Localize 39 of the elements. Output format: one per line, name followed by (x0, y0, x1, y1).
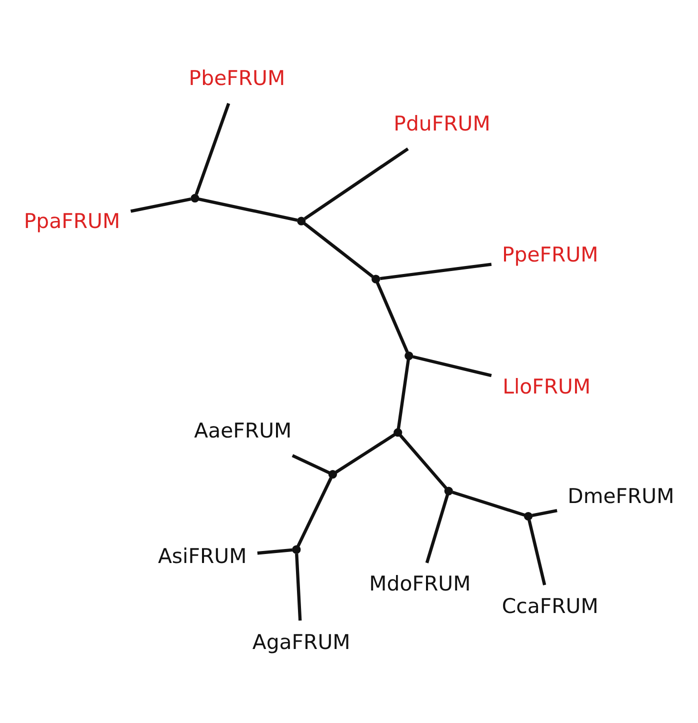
connector (296, 476, 332, 546)
node-text: PduFRUM (394, 111, 490, 136)
node-text: LloFRUM (502, 374, 591, 398)
connector (376, 281, 409, 352)
node-text: AaeFRUM (194, 418, 292, 442)
connector (399, 434, 448, 489)
node-text: AsiFRUM (158, 544, 247, 568)
node-point (297, 216, 306, 225)
node-point (328, 470, 338, 478)
node-point (372, 274, 380, 283)
connector (194, 102, 230, 194)
node-point (524, 511, 533, 520)
node-point (190, 193, 200, 202)
node-text: PpaFRUM (24, 208, 120, 232)
connector (396, 358, 410, 429)
node-point (292, 544, 301, 554)
node-text: PpeFRUM (502, 242, 598, 266)
node-text: AgaFRUM (252, 629, 350, 654)
connector (452, 490, 526, 516)
connector (528, 519, 546, 585)
connector (198, 196, 298, 222)
connector (295, 553, 302, 620)
connector (425, 494, 450, 563)
node-point (444, 486, 453, 495)
node-text: DmeFRUM (568, 483, 674, 508)
connector (130, 197, 192, 212)
connector (304, 146, 409, 220)
node-text: CcaFRUM (502, 594, 598, 618)
connector (532, 508, 558, 517)
node-point (394, 428, 402, 436)
connector (303, 222, 374, 278)
connector (257, 548, 293, 554)
connector (335, 432, 396, 474)
node-point (404, 350, 414, 360)
connector (412, 354, 492, 377)
node-text: MdoFRUM (369, 571, 471, 596)
connector (292, 454, 330, 474)
node-text: PbeFRUM (188, 65, 286, 90)
connector (380, 262, 492, 280)
